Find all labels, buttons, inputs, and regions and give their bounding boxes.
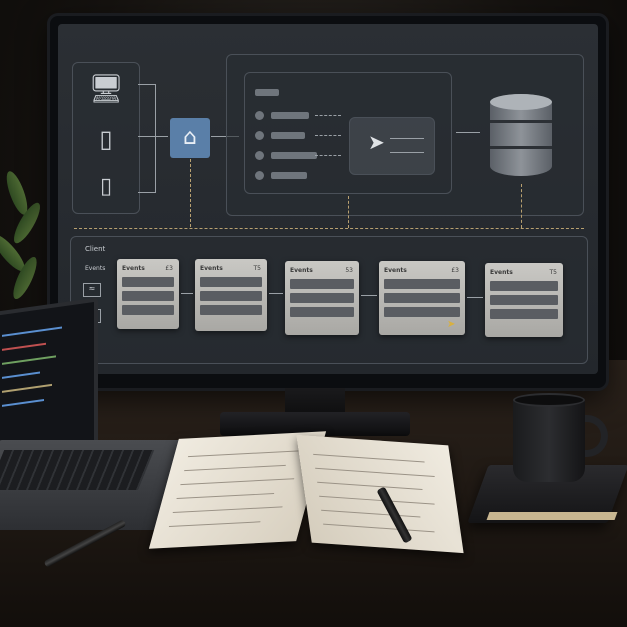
dashed-connector bbox=[315, 115, 341, 116]
dashed-connector bbox=[521, 184, 522, 228]
detail-panel: ➤ bbox=[349, 117, 435, 175]
wifi-icon: ≈ bbox=[83, 283, 101, 297]
event-card: Events T5 bbox=[195, 259, 267, 331]
tablet-icon: ▯ bbox=[99, 125, 113, 153]
list-bullet bbox=[255, 111, 264, 120]
arrow bbox=[138, 136, 168, 137]
arrow bbox=[456, 132, 480, 133]
event-card: Events 53 bbox=[285, 261, 359, 335]
arrow bbox=[390, 152, 424, 153]
home-icon: ⌂ bbox=[170, 118, 210, 158]
database-icon bbox=[490, 94, 552, 176]
card-number: T5 bbox=[253, 265, 261, 272]
dashed-connector bbox=[315, 155, 341, 156]
card-number: £3 bbox=[165, 265, 173, 272]
arrow-icon: ➤ bbox=[447, 319, 456, 330]
client-label: Client bbox=[85, 245, 106, 253]
connector bbox=[138, 84, 156, 85]
event-card: Events £3 bbox=[117, 259, 179, 329]
list-panel: ➤ bbox=[244, 72, 452, 194]
monitor: 🖥 ▯ ▯ ⌂ bbox=[50, 16, 606, 388]
list-item bbox=[271, 132, 305, 139]
list-item bbox=[271, 152, 317, 159]
devices-panel: 🖥 ▯ ▯ bbox=[72, 62, 140, 214]
dashed-connector bbox=[74, 228, 584, 229]
card-number: T5 bbox=[549, 269, 557, 276]
list-header bbox=[255, 89, 279, 96]
list-item bbox=[271, 172, 307, 179]
card-title: Events bbox=[490, 269, 513, 276]
list-bullet bbox=[255, 151, 264, 160]
card-title: Events bbox=[290, 267, 313, 274]
open-notebook bbox=[148, 431, 464, 555]
monitor-screen: 🖥 ▯ ▯ ⌂ bbox=[58, 24, 598, 374]
dashed-connector bbox=[315, 135, 341, 136]
list-item bbox=[271, 112, 309, 119]
events-label: Events bbox=[85, 265, 106, 272]
dashed-connector bbox=[348, 196, 349, 228]
event-card: Events T5 bbox=[485, 263, 563, 337]
desktop-icon: 🖥 bbox=[88, 72, 124, 105]
card-number: 53 bbox=[345, 267, 353, 274]
mug-handle bbox=[578, 415, 608, 457]
coffee-mug bbox=[513, 398, 585, 482]
arrow bbox=[211, 136, 239, 137]
dashed-connector bbox=[190, 159, 191, 227]
card-title: Events bbox=[122, 265, 145, 272]
list-bullet bbox=[255, 171, 264, 180]
connector bbox=[138, 192, 156, 193]
arrow bbox=[390, 138, 424, 139]
event-card: Events £3 ➤ bbox=[379, 261, 465, 335]
connector bbox=[155, 84, 156, 192]
plant bbox=[0, 160, 45, 320]
card-title: Events bbox=[200, 265, 223, 272]
phone-icon: ▯ bbox=[99, 174, 113, 199]
mug-rim bbox=[513, 393, 585, 407]
cursor-icon: ➤ bbox=[368, 130, 385, 154]
list-bullet bbox=[255, 131, 264, 140]
card-number: £3 bbox=[451, 267, 459, 274]
card-title: Events bbox=[384, 267, 407, 274]
book-pages bbox=[486, 512, 618, 520]
